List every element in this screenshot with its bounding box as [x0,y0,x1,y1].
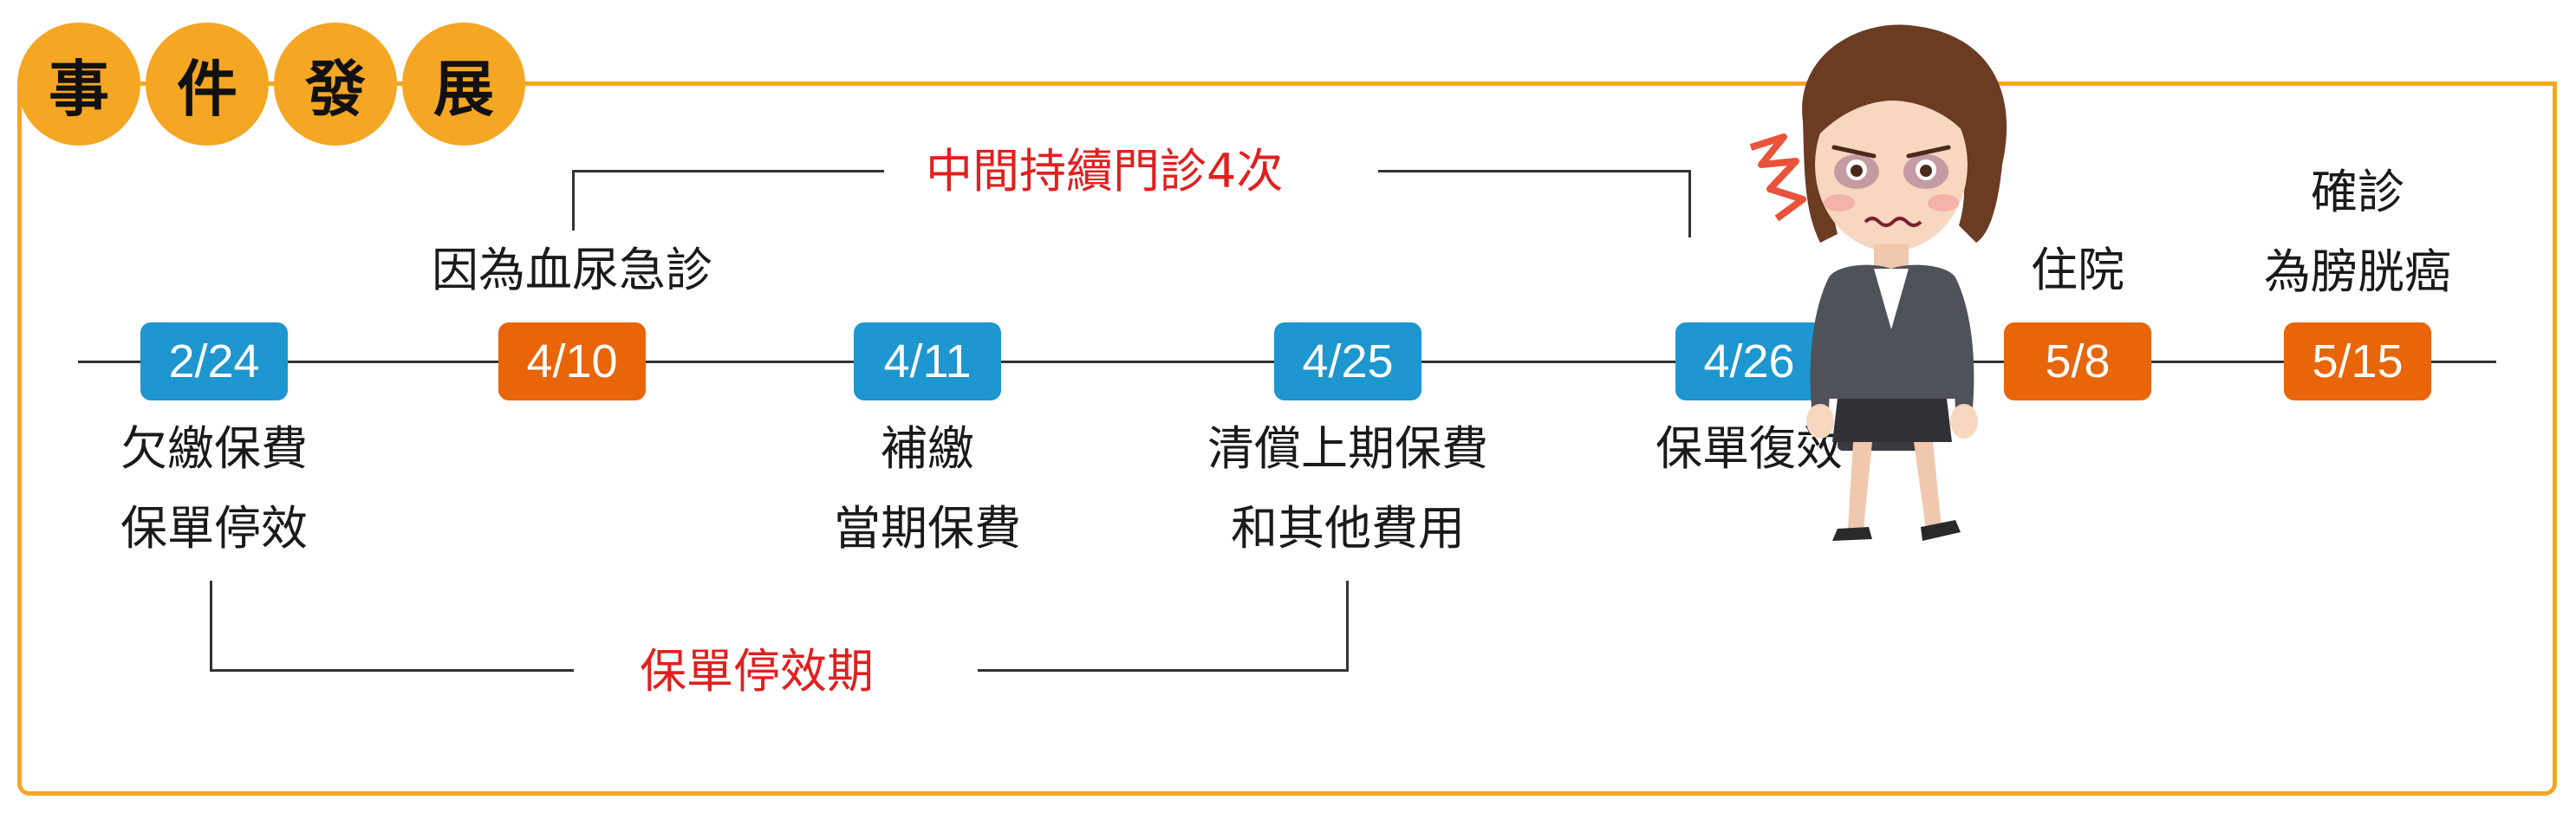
pain-mark-icon [1749,133,1806,222]
event-note-line: 清償上期保費 [1207,421,1488,476]
event-note-line: 和其他費用 [1231,501,1465,556]
event-note-line: 因為血尿急診 [432,243,712,297]
event-note-line: 確診 [2311,165,2404,219]
date-badge-4-26: 4/26 [1675,322,1823,400]
event-note-line: 保單停效 [120,501,308,556]
event-note-line: 當期保費 [834,501,1021,556]
date-badge-5-8: 5/8 [2004,322,2151,400]
top-bracket-right-horizontal [1378,170,1690,172]
top-bracket-label: 中間持續門診4次 [926,144,1284,198]
title-char-2: 件 [146,23,269,146]
date-badge-2-24: 2/24 [140,322,288,400]
bottom-bracket-left-vertical [210,581,212,671]
title-char-1: 事 [17,23,140,146]
wavy-mouth-icon [1864,217,1922,227]
title-char-3: 發 [274,23,397,146]
event-note-5-15: 確診 為膀胱癌 [2210,153,2505,312]
bottom-bracket-right-horizontal [978,669,1349,672]
event-note-4-11: 補繳 當期保費 [797,409,1057,569]
section-title: 事 件 發 展 [17,16,525,153]
bottom-bracket-right-vertical [1346,581,1349,671]
blazer-icon [1815,264,1969,399]
event-note-line: 為膀胱癌 [2264,244,2451,299]
top-bracket-right-vertical [1688,170,1691,237]
event-note-line: 住院 [2031,243,2124,297]
top-bracket-left-vertical [572,170,575,231]
event-note-4-25: 清償上期保費 和其他費用 [1174,409,1521,569]
event-note-line: 欠繳保費 [120,421,308,476]
sick-woman-illustration [1749,24,2007,541]
title-char-4: 展 [402,23,525,146]
event-note-2-24: 欠繳保費 保單停效 [84,409,344,569]
section-frame [17,81,2557,796]
top-bracket-left-horizontal [572,170,884,172]
date-badge-4-11: 4/11 [854,322,1001,400]
event-note-5-8: 住院 [1948,231,2208,310]
event-note-4-10: 因為血尿急診 [373,231,771,310]
bottom-bracket-label: 保單停效期 [640,644,874,699]
face-icon [1815,78,1968,251]
date-badge-4-25: 4/25 [1274,322,1421,400]
date-badge-5-15: 5/15 [2284,322,2431,400]
event-note-line: 補繳 [881,421,974,476]
date-badge-4-10: 4/10 [498,322,646,400]
bottom-bracket-left-horizontal [210,669,574,672]
